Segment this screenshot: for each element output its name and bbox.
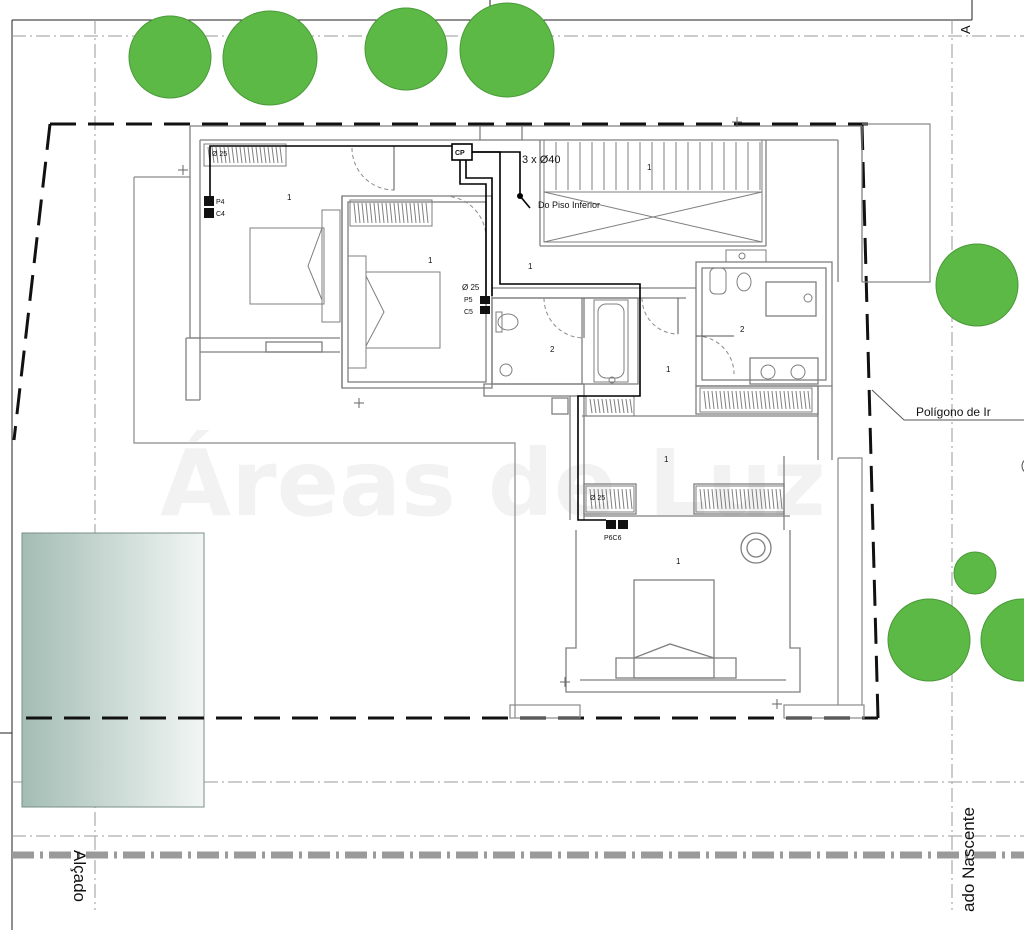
lot-boundary (12, 122, 880, 720)
sanitary-fixtures (495, 249, 813, 384)
tree (459, 2, 555, 98)
watermark: Áreas de Luz (160, 429, 826, 537)
tree (364, 7, 448, 91)
outlet-box-c4 (204, 208, 214, 218)
room-number: 1 (528, 262, 533, 271)
survey-marks (178, 117, 782, 709)
wardrobes (203, 143, 813, 513)
distribution-board-label: CP (455, 150, 465, 157)
outlet-box-c5 (480, 306, 490, 314)
door-swings (351, 147, 735, 375)
room-number: 2 (550, 345, 555, 354)
room-number: 1 (666, 365, 671, 374)
tag-diameter: Ø 25 (590, 495, 605, 502)
outlet-box-c6 (618, 520, 628, 529)
room-number: 1 (647, 163, 652, 172)
room-number: 1 (428, 256, 433, 265)
polygon-callout (871, 389, 1024, 421)
tree (222, 10, 318, 106)
room-number: 1 (287, 193, 292, 202)
pool-area (21, 532, 205, 808)
conduit-size-label: 3 x Ø40 (522, 154, 561, 166)
lower-floor-label: Do Piso Inferior (538, 200, 600, 210)
tag-p6c6: P6C6 (604, 535, 622, 542)
room-number: 1 (676, 557, 681, 566)
conduit-runs (209, 145, 641, 521)
distribution-board: CP (451, 143, 473, 161)
outlet-box-p6 (606, 520, 616, 529)
tag-c5: C5 (464, 309, 473, 316)
tree (953, 551, 997, 595)
trees (128, 2, 1024, 682)
elevation-label-left: Alçado (70, 850, 89, 902)
tag-p5: P5 (464, 297, 473, 304)
tag-diameter: Ø 25 (212, 151, 227, 158)
tag-c4: C4 (216, 211, 225, 218)
room-number: 1 (664, 455, 669, 464)
tag-p4: P4 (216, 199, 225, 206)
beds (249, 209, 441, 369)
corner-marker: A (958, 25, 973, 34)
tree (935, 243, 1019, 327)
polygon-label: Polígono de Ir (916, 405, 991, 419)
tree (887, 598, 971, 682)
outlet-boxes (204, 196, 628, 529)
tag-diameter: Ø 25 (462, 283, 480, 292)
riser-point (517, 193, 523, 199)
tree (128, 15, 212, 99)
staircase (543, 139, 763, 243)
terrace-outline (133, 123, 931, 719)
elevation-label-right: ado Nascente (959, 807, 978, 912)
tree (980, 598, 1024, 682)
room-number: 2 (740, 325, 745, 334)
building-walls (185, 125, 863, 693)
outlet-box-p4 (204, 196, 214, 206)
outlet-box-p5 (480, 296, 490, 304)
room-numbers: 1 1 1 1 2 2 1 1 1 (287, 163, 745, 566)
